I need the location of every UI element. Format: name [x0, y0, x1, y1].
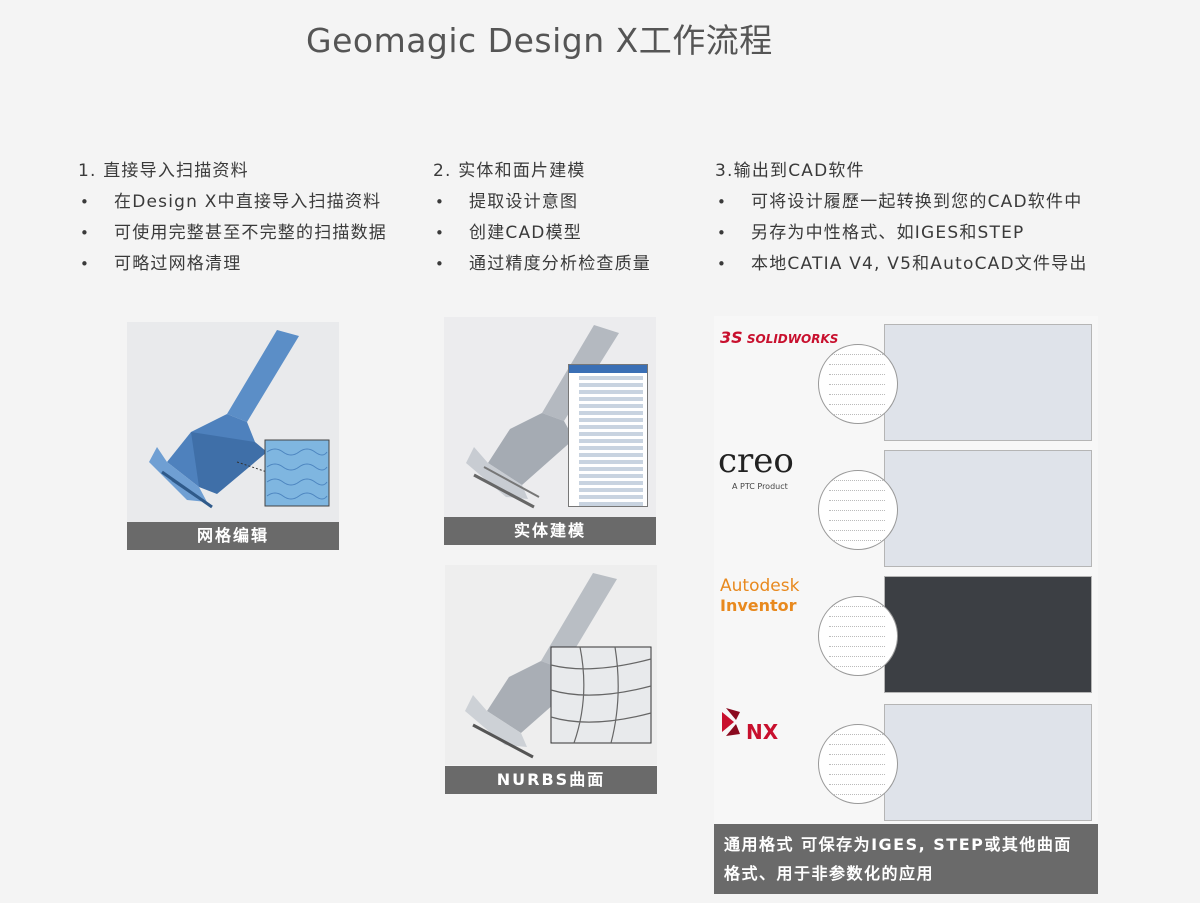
inventor-logo: Inventor — [720, 596, 797, 615]
cad-export-caption: 通用格式 可保存为IGES, STEP或其他曲面 格式、用于非参数化的应用 — [714, 824, 1098, 894]
step-2-column: 2. 实体和面片建模 • 提取设计意图 • 创建CAD模型 • 通过精度分析检查质量 — [433, 160, 651, 284]
bullet-icon: • — [716, 255, 728, 273]
list-item: • 通过精度分析检查质量 — [433, 253, 651, 275]
list-item-text: 可将设计履歷一起转换到您的CAD软件中 — [751, 192, 1083, 212]
list-item: • 在Design X中直接导入扫描资料 — [78, 191, 387, 213]
turbine-blade-mesh-icon — [149, 330, 330, 509]
step-1-heading: 1. 直接导入扫描资料 — [78, 161, 249, 181]
list-item: • 提取设计意图 — [433, 191, 651, 213]
bullet-icon: • — [79, 255, 91, 273]
step-2-list: • 提取设计意图 • 创建CAD模型 • 通过精度分析检查质量 — [433, 191, 651, 275]
nx-tree-zoom — [818, 724, 898, 804]
bullet-icon: • — [434, 224, 446, 242]
creo-subtitle: A PTC Product — [732, 482, 788, 491]
inventor-tree-zoom — [818, 596, 898, 676]
list-item-text: 可使用完整甚至不完整的扫描数据 — [114, 223, 387, 243]
step-3-column: 3.输出到CAD软件 • 可将设计履歷一起转换到您的CAD软件中 • 另存为中性格式… — [715, 160, 1088, 284]
bullet-icon: • — [716, 224, 728, 242]
nurbs-surface-image — [445, 565, 657, 765]
step-3-list: • 可将设计履歷一起转换到您的CAD软件中 • 另存为中性格式、如IGES和STEP… — [715, 191, 1088, 275]
list-item-text: 通过精度分析检查质量 — [469, 254, 651, 274]
solidworks-ds-mark: 3S — [720, 328, 743, 347]
list-item: • 创建CAD模型 — [433, 222, 651, 244]
turbine-blade-nurbs-icon — [465, 573, 652, 759]
list-item: • 另存为中性格式、如IGES和STEP — [715, 222, 1088, 244]
solid-modeling-caption: 实体建模 — [444, 517, 656, 545]
list-item: • 可使用完整甚至不完整的扫描数据 — [78, 222, 387, 244]
list-item-text: 本地CATIA V4, V5和AutoCAD文件导出 — [751, 254, 1088, 274]
list-item: • 可略过网格清理 — [78, 253, 387, 275]
solid-modeling-image — [444, 317, 656, 517]
step-1-list: • 在Design X中直接导入扫描资料 • 可使用完整甚至不完整的扫描数据 • 可略… — [78, 191, 387, 275]
step-1-column: 1. 直接导入扫描资料 • 在Design X中直接导入扫描资料 • 可使用完整甚至… — [78, 160, 387, 284]
step-3-heading: 3.输出到CAD软件 — [715, 161, 865, 181]
list-item-text: 提取设计意图 — [469, 192, 579, 212]
list-item-text: 创建CAD模型 — [469, 223, 582, 243]
mesh-edit-image — [127, 322, 339, 522]
autodesk-logo: Autodesk — [720, 576, 800, 596]
feature-tree-panel — [568, 364, 648, 507]
solidworks-tree-zoom — [818, 344, 898, 424]
feature-tree-titlebar — [569, 365, 647, 373]
bullet-icon: • — [434, 193, 446, 211]
solidworks-screenshot — [884, 324, 1092, 441]
creo-logo: creo — [718, 441, 794, 481]
list-item: • 可将设计履歷一起转换到您的CAD软件中 — [715, 191, 1088, 213]
bullet-icon: • — [434, 255, 446, 273]
nurbs-surface-caption: NURBS曲面 — [445, 766, 657, 794]
creo-tree-zoom — [818, 470, 898, 550]
solidworks-logo: 3S SOLIDWORKS — [720, 328, 838, 347]
bullet-icon: • — [79, 193, 91, 211]
list-item-text: 另存为中性格式、如IGES和STEP — [751, 223, 1025, 243]
bullet-icon: • — [79, 224, 91, 242]
nx-screenshot — [884, 704, 1092, 821]
list-item: • 本地CATIA V4, V5和AutoCAD文件导出 — [715, 253, 1088, 275]
list-item-text: 可略过网格清理 — [114, 254, 242, 274]
cad-caption-line-2: 格式、用于非参数化的应用 — [724, 864, 935, 883]
step-2-heading: 2. 实体和面片建模 — [433, 161, 586, 181]
nx-wordmark: NX — [746, 720, 779, 744]
nx-mark-icon — [722, 708, 740, 736]
cad-export-image: 3S SOLIDWORKS creo A PTC Product Autodes… — [714, 316, 1098, 824]
bullet-icon: • — [716, 193, 728, 211]
list-item-text: 在Design X中直接导入扫描资料 — [114, 192, 382, 212]
nx-logo: NX — [722, 708, 778, 744]
page-title: Geomagic Design X工作流程 — [306, 21, 773, 60]
cad-caption-line-1: 通用格式 可保存为IGES, STEP或其他曲面 — [724, 835, 1072, 854]
solidworks-wordmark: SOLIDWORKS — [746, 332, 839, 346]
creo-screenshot — [884, 450, 1092, 567]
inventor-screenshot — [884, 576, 1092, 693]
mesh-edit-caption: 网格编辑 — [127, 522, 339, 550]
